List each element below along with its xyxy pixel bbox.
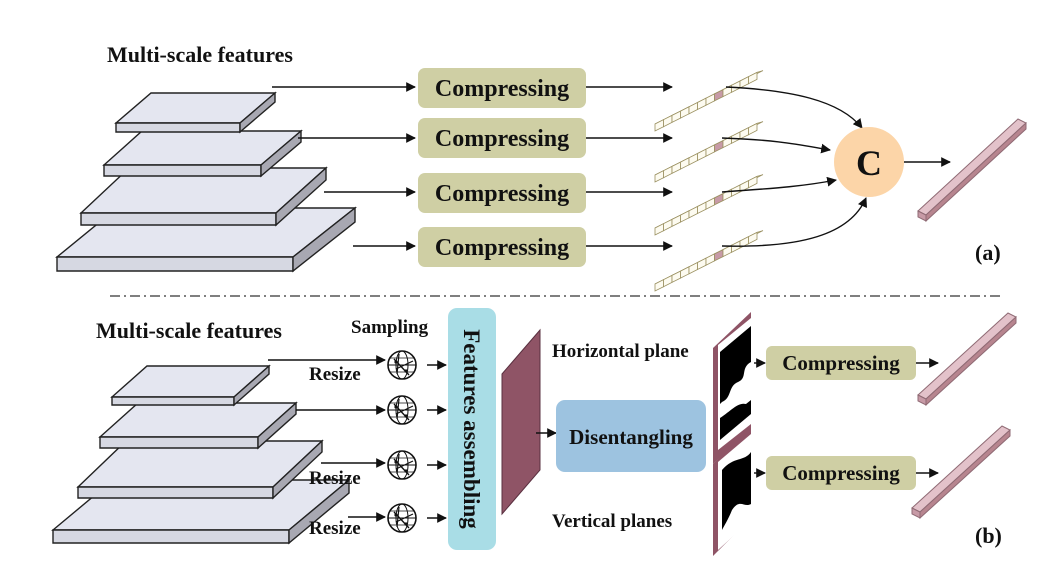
compressing-box-a1: Compressing (418, 68, 586, 108)
svg-text:Compressing: Compressing (435, 126, 569, 152)
svg-text:Compressing: Compressing (782, 461, 900, 485)
vector-segment (663, 218, 673, 232)
panel-a: Multi-scale features (55, 42, 1027, 292)
resize-label-3: Resize (309, 518, 361, 539)
vector-segment (680, 106, 690, 119)
vector-segment (705, 144, 715, 157)
svg-text:Compressing: Compressing (782, 351, 900, 375)
vector-segment (663, 114, 673, 128)
vector-segment (705, 197, 715, 210)
panel-b-tag: (b) (975, 523, 1002, 548)
arrow (725, 86, 863, 129)
svg-text:Compressing: Compressing (435, 235, 569, 261)
feature-plate-b3 (76, 439, 324, 500)
vector-segment (739, 76, 749, 89)
sphere-sampling-icon (387, 450, 417, 480)
vector-segment (748, 175, 758, 189)
vector-segment (705, 93, 715, 106)
vector-segment (748, 71, 758, 85)
feature-plate-b2 (98, 401, 298, 450)
feature-plate-3 (79, 166, 328, 227)
output-feature-bar-a (917, 118, 1027, 223)
vertical-planes-label: Vertical planes (552, 511, 672, 532)
panel-b-title: Multi-scale features (96, 318, 282, 343)
vector-segment (722, 244, 732, 258)
vector-segment (705, 253, 715, 266)
compressing-box-a3: Compressing (418, 173, 586, 213)
features-assembling-box: Features assembling (448, 308, 496, 550)
vector-segment (714, 248, 724, 262)
vector-segment (688, 152, 698, 166)
vertical-planes-map (713, 426, 751, 556)
vector-segment (714, 88, 724, 102)
svg-text:Features assembling: Features assembling (459, 329, 484, 529)
compressing-box-b2: Compressing (766, 456, 916, 490)
vector-segment (671, 270, 681, 284)
compressing-box-a2: Compressing (418, 118, 586, 158)
panel-a-tag: (a) (975, 240, 1001, 265)
vector-segment (680, 266, 690, 279)
panel-a-title: Multi-scale features (107, 42, 293, 67)
vector-segment (654, 279, 664, 292)
vector-segment (697, 97, 707, 111)
output-feature-bar-b2 (911, 425, 1011, 520)
arrow (721, 197, 867, 247)
arrow (721, 137, 831, 154)
arrow (721, 176, 837, 193)
sphere-sampling-icon (387, 395, 417, 425)
vector-segment (654, 223, 664, 236)
vector-segment (680, 210, 690, 223)
sphere-sampling-icon (387, 350, 417, 380)
assembled-feature-map (501, 328, 541, 516)
panel-b: Multi-scale features Sampling Resize Res… (51, 308, 1017, 556)
horizontal-plane-map (713, 312, 751, 464)
compressing-box-b1: Compressing (766, 346, 916, 380)
vector-segment (739, 127, 749, 140)
vector-segment (697, 201, 707, 215)
vector-segment (688, 261, 698, 275)
compressing-box-a4: Compressing (418, 227, 586, 267)
svg-text:Disentangling: Disentangling (569, 425, 693, 449)
vector-segment (714, 139, 724, 153)
vector-segment (680, 157, 690, 170)
vector-segment (697, 148, 707, 162)
vector-segment (671, 110, 681, 124)
disentangling-box: Disentangling (556, 400, 706, 472)
output-feature-bar-b1 (917, 312, 1017, 407)
vector-segment (671, 161, 681, 175)
sampling-label: Sampling (351, 317, 429, 338)
vector-segment (688, 101, 698, 115)
vector-segment (663, 274, 673, 288)
svg-text:Compressing: Compressing (435, 181, 569, 207)
resize-label-1: Resize (309, 364, 361, 385)
vector-segment (748, 231, 758, 245)
feature-plate-1 (114, 91, 277, 134)
vector-segment (688, 205, 698, 219)
feature-plate-b1 (110, 364, 271, 407)
svg-text:C: C (856, 143, 882, 183)
vector-segment (748, 122, 758, 136)
vector-segment (654, 119, 664, 132)
svg-text:Compressing: Compressing (435, 76, 569, 102)
sphere-sampling-icon (387, 503, 417, 533)
vector-segment (697, 257, 707, 271)
vector-segment (671, 214, 681, 228)
vector-segment (663, 165, 673, 179)
resize-label-2: Resize (309, 468, 361, 489)
vector-segment (714, 192, 724, 206)
feature-plate-2 (102, 129, 303, 178)
vector-segment (654, 170, 664, 183)
concat-node: C (834, 127, 904, 197)
feature-vectors-a (654, 70, 764, 292)
vector-segment (731, 131, 741, 144)
horizontal-plane-label: Horizontal plane (552, 341, 689, 362)
